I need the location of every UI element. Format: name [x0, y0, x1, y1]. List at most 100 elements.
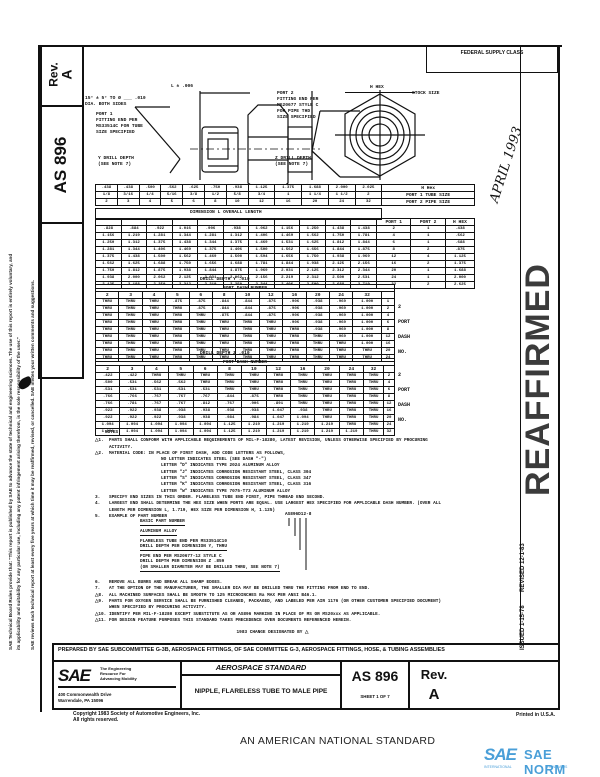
- title-block: PREPARED BY SAE SUBCOMMITTEE G-3B, AEROS…: [52, 643, 560, 710]
- y-drill-label: Y DRILL DEPTH (SEE NOTE 7): [98, 156, 134, 167]
- note-item: △9.PARTS FOR OXYGEN SERVICE SHALL BE FUR…: [95, 599, 441, 611]
- note-item: LETTER "W" INDICATES TYPE 7075-T73 ALUMI…: [161, 488, 291, 494]
- drill-y-side-label: 2 PORT DASH NO.: [398, 304, 411, 355]
- length-table-caption: DIMENSION L OVERALL LENGTH: [190, 210, 262, 215]
- note-item: △2.MATERIAL CODE: IN PLACE OF FIRST DASH…: [95, 450, 286, 456]
- legal-strip: SAE Technical Board Rules provide that: …: [0, 180, 40, 650]
- printed-in: Printed in U.S.A.: [516, 712, 556, 718]
- note-item: △1.PARTS SHALL CONFORM WITH APPLICABLE R…: [95, 438, 428, 450]
- notes-heading: NOTES:: [105, 430, 121, 435]
- revision-block: Rev. A: [410, 662, 458, 710]
- doc-id-box: Rev. A AS 896: [38, 45, 84, 379]
- note-item: △8.ALL MACHINED SURFACES SHALL BE SMOOTH…: [95, 592, 318, 598]
- change-note: 1983 CHANGE DESIGNATED BY △: [236, 630, 309, 636]
- document-title: NIPPLE, FLARELESS TUBE TO MALE PIPE: [194, 688, 328, 695]
- note-item: 6.REMOVE ALL BURRS AND BREAK ALL SHARP E…: [95, 580, 223, 586]
- revised-date: REVISED 12-1-83: [520, 543, 526, 592]
- issue-dates: ISSUED 1-15-78 REVISED 12-1-83: [520, 543, 526, 650]
- note-item: 5.EXAMPLE OF PART NUMBER: [95, 513, 167, 519]
- drawing-frame-right: [558, 45, 560, 710]
- standard-type: AEROSPACE STANDARD: [182, 662, 340, 676]
- doc-number-title: AS 896: [351, 668, 399, 684]
- notes-section: NOTES: △1.PARTS SHALL CONFORM WITH APPLI…: [95, 430, 450, 637]
- port1-label: PORT 1 FITTING END PER MS33514C FOR TUBE…: [96, 112, 143, 135]
- note-item: LETTER "D" INDICATES TYPE 2024 ALUMINUM …: [161, 463, 280, 469]
- fitting-end-view-hex: [335, 90, 425, 180]
- sae-norm-watermark: SAE SAE NORM INTERNATIONAL STANDARDS: [484, 745, 594, 777]
- chamfer-note: 15° ± 5° TO Ø ___ .010 DIA. BOTH SIDES: [85, 96, 146, 107]
- american-national-standard: AN AMERICAN NATIONAL STANDARD: [240, 735, 436, 747]
- hex-size-table: .438 .438 .500 .562 .625 .750 .938 1.125…: [95, 184, 475, 206]
- part-number-leader-lines: [288, 518, 307, 570]
- reaffirmed-stamp: REAFFIRMED: [518, 263, 557, 496]
- hex-dim-label: H HEX: [370, 85, 384, 90]
- rev-label-title: Rev.: [420, 667, 448, 682]
- doc-number-box: AS 896: [40, 107, 82, 224]
- note-item: 7.AT THE OPTION OF THE MANUFACTURER, THE…: [95, 586, 370, 592]
- doc-number: AS 896: [51, 136, 70, 194]
- legal-line-3: SAE reviews each technical report at lea…: [30, 280, 35, 650]
- standard-block: AEROSPACE STANDARD NIPPLE, FLARELESS TUB…: [182, 662, 342, 710]
- note-item: LETTER "K" INDICATES CORROSION RESISTANT…: [161, 482, 312, 488]
- copyright: Copyright 1983 Society of Automotive Eng…: [73, 711, 201, 723]
- port2-label: PORT 2 FITTING END PER MS20677 STYLE C F…: [277, 91, 319, 120]
- port1-tube-size-header: PORT 1 TUBE SIZE: [381, 191, 475, 199]
- part-number-value: AS896D12-8: [285, 512, 312, 517]
- watermark-text: SAE NORM: [524, 747, 566, 777]
- sae-logo: SAE: [58, 666, 91, 685]
- prepared-by: PREPARED BY SAE SUBCOMMITTEE G-3B, AEROS…: [58, 647, 445, 653]
- note-item: NO LETTER INDICATES STEEL (SEE DASH "-"): [161, 457, 267, 463]
- port2-pipe-size-header: PORT 2 PIPE SIZE: [381, 198, 475, 206]
- rev-value: A: [58, 69, 75, 80]
- rev-box: Rev. A: [40, 47, 82, 107]
- rev-value-title: A: [428, 686, 440, 703]
- watermark-logo: SAE: [484, 745, 517, 764]
- note-item: △10.IDENTIFY PER MIL-F-18280 EXCEPT SUBS…: [95, 611, 381, 617]
- stock-size-label: STOCK SIZE: [412, 91, 440, 96]
- hex-value-row: .438 .438 .500 .562 .625 .750 .938 1.125…: [95, 184, 475, 192]
- note-item: LETTER "S" INDICATES CORROSION RESISTANT…: [161, 476, 312, 482]
- dim-overall-length: L ± .006: [171, 84, 194, 89]
- note-item: 3.SPECIFY END SIZES IN THIS ORDER. FLARE…: [95, 494, 326, 500]
- legal-line-1: SAE Technical Board Rules provide that: …: [8, 253, 13, 650]
- fitting-side-view-drawing: [134, 91, 380, 185]
- sheet-number: SHEET 1 OF 7: [360, 694, 390, 699]
- note-item: 4.LARGEST END SHALL DETERMINE THE HEX SI…: [95, 501, 441, 513]
- hex-caption: H Hex: [381, 184, 475, 192]
- note-item: △11.FOR DESIGN FEATURE PURPOSES THIS STA…: [95, 617, 352, 623]
- z-drill-label: Z DRILL DEPTH (SEE NOTE 7): [275, 156, 311, 167]
- drill-y-caption: DRILL DEPTH Y .010: [200, 277, 250, 282]
- doc-number-block: AS 896 SHEET 1 OF 7: [342, 662, 410, 710]
- federal-supply-class-box: FEDERAL SUPPLY CLASS: [426, 45, 558, 73]
- drill-z-caption: DRILL DEPTH Z .010: [200, 351, 250, 356]
